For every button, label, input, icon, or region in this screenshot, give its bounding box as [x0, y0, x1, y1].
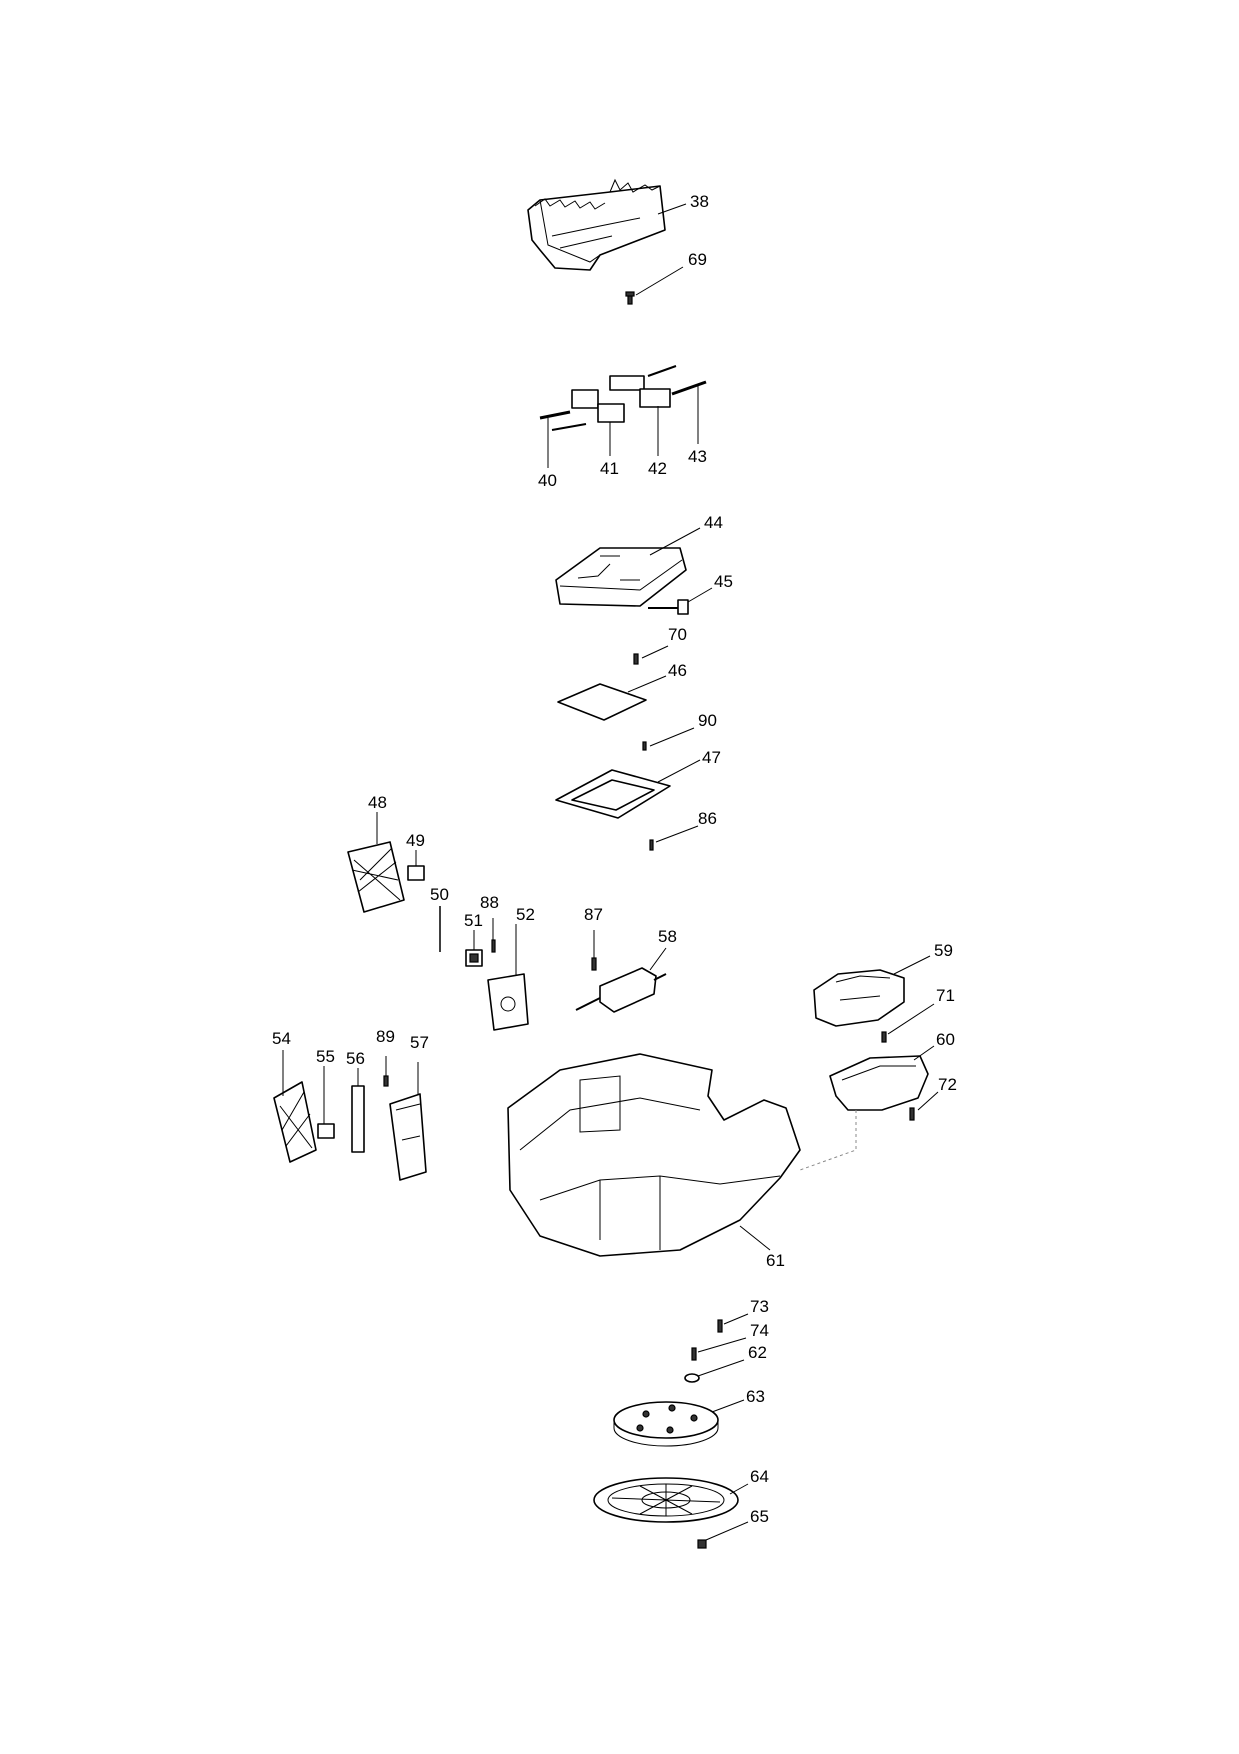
label-49: 49: [406, 831, 425, 850]
part-74-screw: [691, 1347, 697, 1361]
leader-60-61-dashed: [799, 1110, 857, 1171]
part-59-lamp-housing: [813, 969, 905, 1027]
label-45: 45: [714, 572, 733, 591]
part-52-switch-housing: [487, 973, 529, 1031]
label-86: 86: [698, 809, 717, 828]
label-48: 48: [368, 793, 387, 812]
part-49-clip: [407, 865, 425, 881]
label-73: 73: [750, 1297, 769, 1316]
part-57-bracket: [389, 1093, 427, 1181]
leader-69: [635, 266, 684, 296]
label-55: 55: [316, 1047, 335, 1066]
part-63-disc: [613, 1401, 719, 1447]
label-74: 74: [750, 1321, 769, 1340]
label-50: 50: [430, 885, 449, 904]
part-73-screw: [717, 1319, 723, 1333]
part-90-screw: [642, 741, 647, 751]
label-70: 70: [668, 625, 687, 644]
part-54-grille: [273, 1081, 317, 1163]
part-58-transformer: [575, 967, 667, 1013]
part-64-base-plate: [593, 1477, 739, 1523]
part-87-screw: [591, 957, 597, 971]
label-88: 88: [480, 893, 499, 912]
label-65: 65: [750, 1507, 769, 1526]
leader-58: [649, 947, 667, 971]
leader-70: [641, 645, 669, 659]
label-58: 58: [658, 927, 677, 946]
part-44-mounting-plate: [555, 547, 687, 607]
leader-60: [913, 1045, 935, 1061]
part-89-screw: [383, 1075, 389, 1087]
label-87: 87: [584, 905, 603, 924]
part-55-connector: [317, 1123, 335, 1139]
leader-61: [739, 1225, 771, 1251]
label-57: 57: [410, 1033, 429, 1052]
label-72: 72: [938, 1075, 957, 1094]
label-47: 47: [702, 748, 721, 767]
label-69: 69: [688, 250, 707, 269]
part-88-screw: [491, 939, 496, 953]
leader-65: [705, 1521, 749, 1541]
part-71-screw: [881, 1031, 887, 1043]
label-52: 52: [516, 905, 535, 924]
label-60: 60: [936, 1030, 955, 1049]
label-51: 51: [464, 911, 483, 930]
part-51-switch: [465, 949, 483, 967]
part-46-panel: [557, 683, 647, 721]
part-48-grille: [347, 841, 405, 913]
leader-45: [687, 587, 713, 603]
part-47-gasket-frame: [555, 769, 671, 819]
label-89: 89: [376, 1027, 395, 1046]
part-61-dome-housing: [507, 1053, 801, 1257]
part-45-pin: [648, 599, 689, 615]
label-59: 59: [934, 941, 953, 960]
label-38: 38: [690, 192, 709, 211]
label-71: 71: [936, 986, 955, 1005]
part-86-screw: [649, 839, 654, 851]
label-40: 40: [538, 471, 557, 490]
label-56: 56: [346, 1049, 365, 1068]
leader-71: [887, 1003, 935, 1035]
part-62-washer: [684, 1373, 700, 1383]
part-72-screw: [909, 1107, 915, 1121]
leader-64: [729, 1483, 749, 1495]
label-42: 42: [648, 459, 667, 478]
part-69-screw: [625, 291, 635, 305]
leader-47: [657, 759, 701, 783]
leader-86: [655, 825, 699, 843]
leader-38: [657, 203, 687, 215]
label-41: 41: [600, 459, 619, 478]
leader-59: [893, 955, 931, 975]
label-90: 90: [698, 711, 717, 730]
leader-90: [649, 727, 695, 747]
label-64: 64: [750, 1467, 769, 1486]
leader-44: [649, 527, 701, 556]
label-54: 54: [272, 1029, 291, 1048]
leader-62: [697, 1359, 745, 1377]
leader-46: [627, 675, 667, 693]
label-63: 63: [746, 1387, 765, 1406]
label-61: 61: [766, 1251, 785, 1270]
label-43: 43: [688, 447, 707, 466]
part-38-top-cover: [527, 178, 666, 271]
leader-72: [917, 1091, 939, 1111]
label-62: 62: [748, 1343, 767, 1362]
leader-73: [723, 1313, 749, 1325]
label-46: 46: [668, 661, 687, 680]
label-44: 44: [704, 513, 723, 532]
part-65-nut: [697, 1539, 707, 1549]
part-40-41-42-43-hinges: [539, 365, 707, 431]
leader-63: [711, 1399, 745, 1413]
part-60-lens-cover: [829, 1055, 929, 1111]
part-56-lamp-tube: [351, 1085, 365, 1153]
part-70-screw: [633, 653, 639, 665]
leader-74: [697, 1337, 747, 1353]
